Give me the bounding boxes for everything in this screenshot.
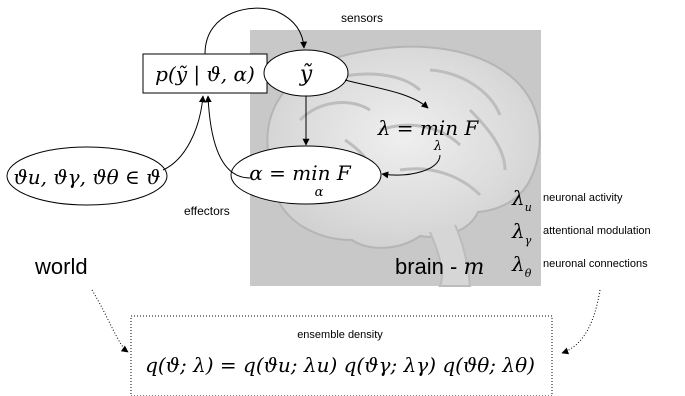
world-states-node	[6, 146, 168, 206]
generative-process-box	[142, 53, 268, 94]
perception-formula: λ = min F	[377, 116, 480, 140]
action-node	[230, 145, 382, 205]
legend-text-u: neuronal activity	[543, 192, 623, 204]
action-subscript: α	[315, 185, 324, 200]
brain-label: brain - m	[395, 254, 484, 280]
sensors-arrow	[204, 7, 308, 55]
action-formula: α = min F	[249, 161, 352, 185]
sensory-to-perception-arrow	[344, 79, 429, 109]
effectors-arrow	[204, 95, 251, 179]
ensemble-density-label: ensemble density	[297, 329, 383, 341]
sensory-state-formula: ỹ	[299, 62, 313, 87]
legend-text-theta: neuronal connections	[543, 258, 648, 270]
legend-text-gamma: attentional modulation	[543, 225, 651, 237]
effectors-label: effectors	[184, 204, 230, 218]
ensemble-density-formula: q(ϑ; λ) = q(ϑu; λu) q(ϑγ; λγ) q(ϑθ; λθ)	[145, 353, 535, 377]
world-states-formula: ϑu, ϑγ, ϑθ ∈ ϑ	[13, 165, 160, 189]
world-to-process-arrow	[162, 95, 206, 171]
generative-process-formula: p(ỹ | ϑ, α)	[155, 62, 255, 87]
perception-subscript: λ	[433, 139, 442, 154]
brain-to-ensemble-arrow	[561, 289, 601, 355]
world-to-ensemble-arrow	[91, 289, 129, 353]
perception-to-action-arrow	[381, 154, 441, 179]
world-label: world	[34, 254, 88, 279]
ensemble-density-box	[130, 315, 553, 396]
sensors-label: sensors	[341, 11, 383, 25]
